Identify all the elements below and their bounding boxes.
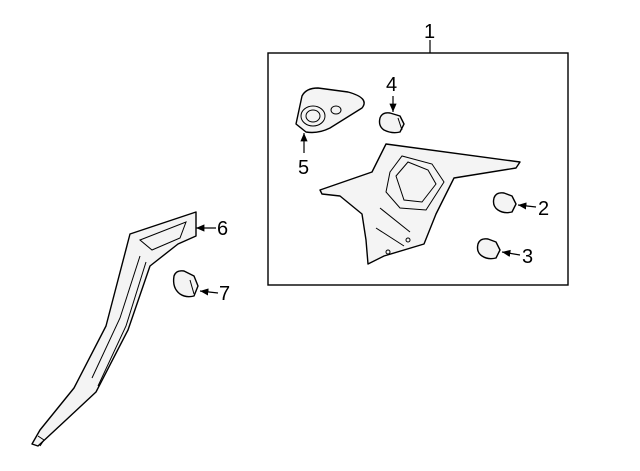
- callout-6-label: 6: [217, 218, 228, 240]
- callout-3-leader: [501, 249, 521, 257]
- callout-3-label: 3: [522, 246, 533, 268]
- callout-2-leader: [517, 202, 537, 210]
- callout-7-leader: [199, 288, 219, 296]
- callout-4-label: 4: [386, 74, 397, 96]
- speaker-cover-part: [295, 87, 365, 134]
- clip-part-4: [378, 112, 405, 134]
- callout-1-label: 1: [424, 21, 435, 43]
- callout-2-label: 2: [538, 198, 549, 220]
- clip-part-7: [172, 270, 199, 298]
- clip-part-3: [476, 238, 501, 260]
- clip-part-2: [492, 192, 517, 214]
- pillar-trim-part: [31, 211, 197, 447]
- quarter-trim-panel-part: [319, 143, 521, 265]
- assembly-frame: [267, 52, 569, 286]
- callout-5-label: 5: [298, 157, 309, 179]
- callout-7-label: 7: [219, 283, 230, 305]
